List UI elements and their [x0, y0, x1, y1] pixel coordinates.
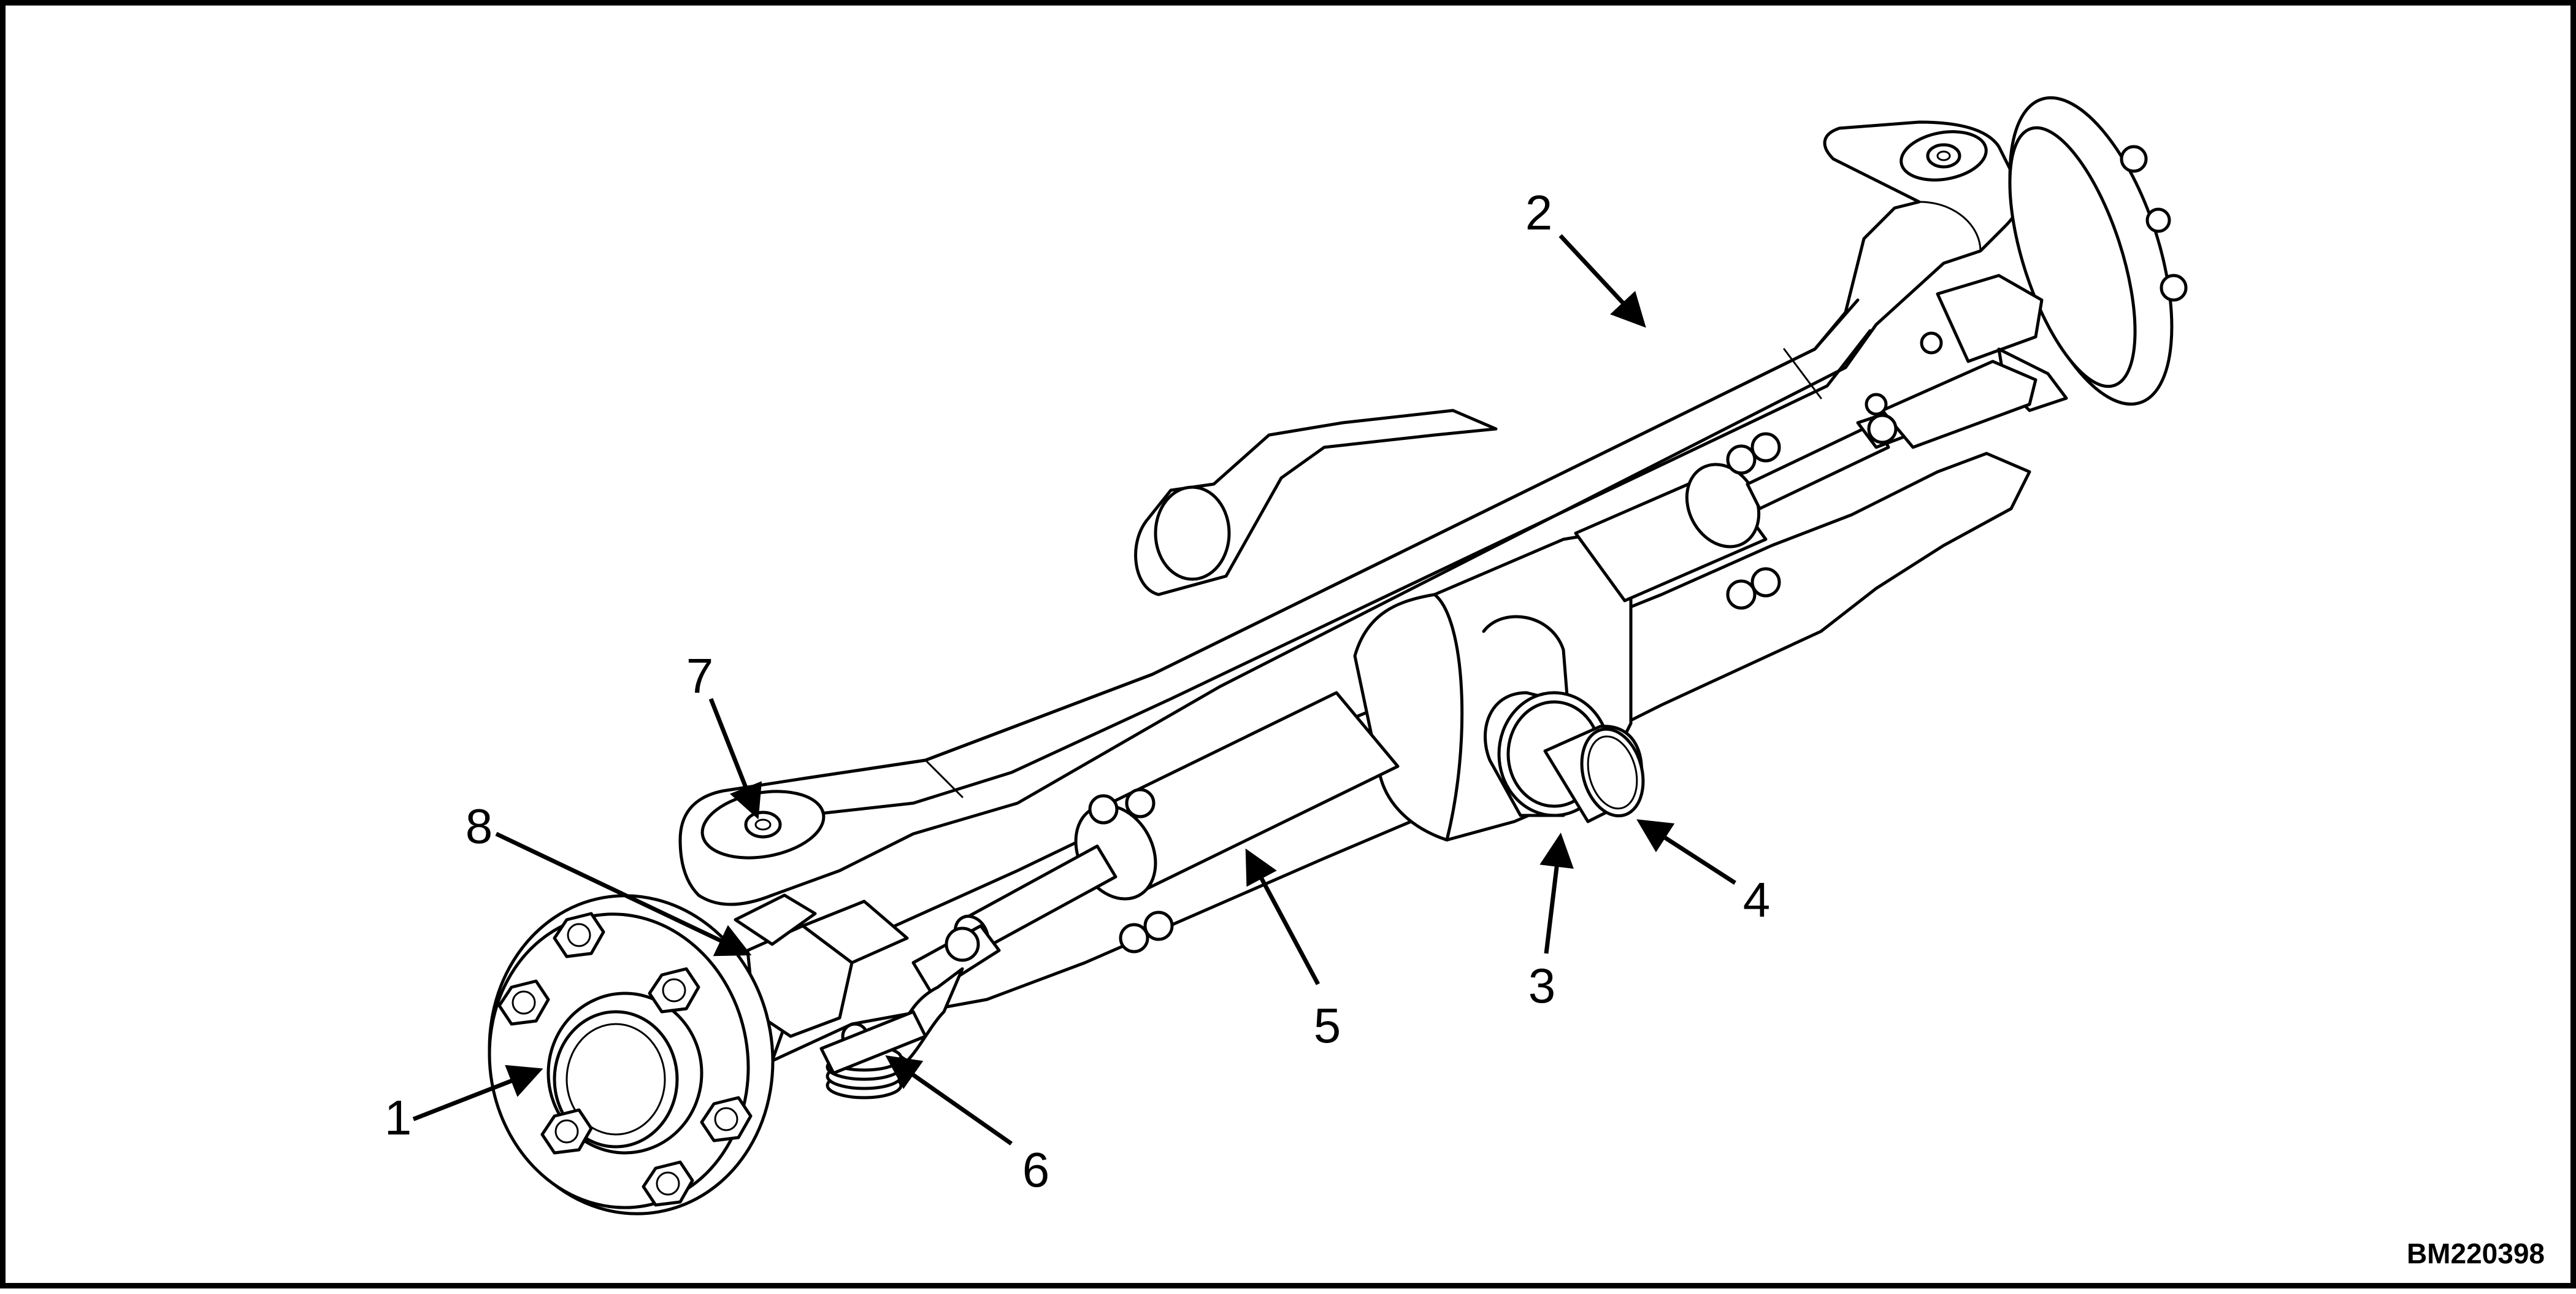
callout-5: 5 [1314, 998, 1341, 1053]
callout-7: 7 [686, 649, 714, 703]
leader-1 [412, 1065, 543, 1122]
callout-8: 8 [466, 799, 493, 853]
pivot-lug-eye [1154, 485, 1231, 581]
callout-4: 4 [1743, 872, 1771, 927]
wheel-nuts-left [497, 912, 753, 1207]
leader-3 [1539, 833, 1574, 954]
leader-4 [1636, 819, 1736, 885]
wheel-hub-right [1936, 96, 2188, 412]
axle-assembly [488, 96, 2188, 1215]
figure-id: BM220398 [2407, 1238, 2545, 1269]
cylinder-rod-right [1746, 421, 1890, 510]
pinion-shaft [1484, 691, 1645, 823]
axle-drawing: 1 2 3 4 5 6 7 8 BM220398 [385, 96, 2545, 1269]
steering-arm-right [1880, 360, 2037, 449]
callout-labels: 1 2 3 4 5 6 7 8 [385, 185, 1771, 1197]
leader-lines [412, 234, 1736, 1146]
leader-7 [708, 698, 762, 820]
cylinder-bolts-left [1088, 788, 1174, 953]
axle-stop-spring [819, 1010, 927, 1100]
cylinder-bolts-right [1726, 432, 1781, 610]
leader-8 [495, 831, 752, 957]
leader-6 [885, 1055, 1013, 1146]
knuckle-bracket-left [734, 893, 817, 946]
callout-1: 1 [385, 1090, 412, 1145]
callout-2: 2 [1525, 185, 1553, 240]
callout-3: 3 [1528, 958, 1556, 1013]
callout-6: 6 [1022, 1142, 1050, 1197]
leader-2 [1558, 234, 1646, 328]
leader-5 [1245, 848, 1321, 985]
